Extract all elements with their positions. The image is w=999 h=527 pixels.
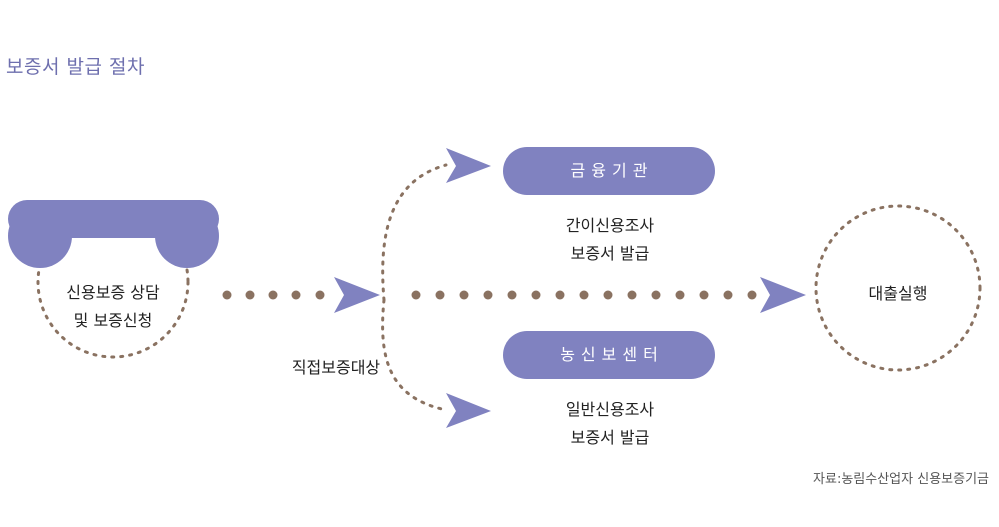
arrowhead-to-financial-institution: [446, 148, 491, 183]
loan-label: 대출실행: [868, 284, 928, 303]
guarantee-center-label: 농신보센터: [560, 345, 664, 364]
loan-dotted-circle: [814, 204, 982, 372]
financial-institution-desc-line2: 보증서 발급: [570, 244, 650, 263]
dotted-connector-left: [222, 290, 325, 300]
guarantee-center-desc-line1: 일반신용조사: [565, 400, 655, 419]
financial-institution-label: 금융기관: [570, 161, 654, 180]
arrowhead-to-guarantee-center: [446, 393, 491, 428]
applicant-label-line1: 신용보증 상담: [66, 283, 160, 302]
financial-institution-desc-line1: 간이신용조사: [565, 216, 655, 235]
financial-institution-pill: [503, 147, 715, 195]
phone-handset-shape: [8, 200, 219, 268]
direct-guarantee-label: 직접보증대상: [291, 358, 381, 377]
guarantee-center-desc-line2: 보증서 발급: [570, 428, 650, 447]
applicant-label: 신용보증 상담 및 보증신청: [43, 279, 183, 335]
arrowhead-to-loan: [760, 277, 806, 313]
guarantee-center-desc: 일반신용조사 보증서 발급: [540, 396, 680, 452]
arrowhead-to-fork: [334, 277, 380, 313]
source-note: 자료:농림수산업자 신용보증기금: [813, 472, 989, 487]
applicant-node: [8, 200, 219, 359]
financial-institution-desc: 간이신용조사 보증서 발급: [540, 212, 680, 268]
branch-to-guarantee-center: [381, 298, 448, 412]
applicant-label-line2: 및 보증신청: [73, 311, 153, 330]
page-title: 보증서 발급 절차: [6, 56, 145, 78]
dotted-connector-center: [411, 290, 757, 300]
branch-to-financial-institution: [381, 163, 448, 302]
guarantee-center-pill: [503, 331, 715, 379]
